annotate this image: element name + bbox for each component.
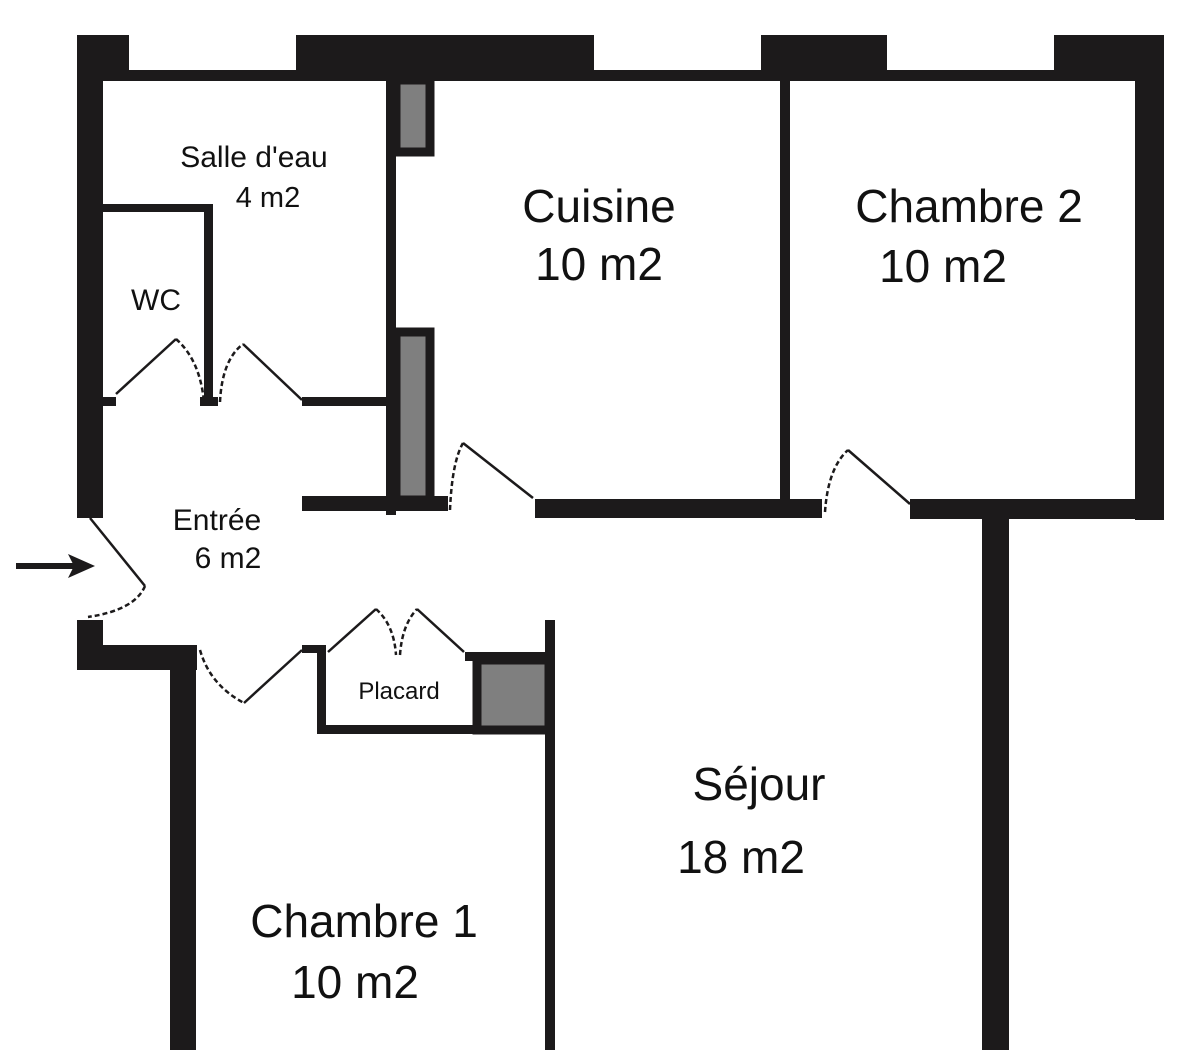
placard-doors[interactable] <box>327 608 465 656</box>
room-area-cuisine: 10 m2 <box>535 238 663 290</box>
duct-middle <box>391 327 435 505</box>
room-label-wc: WC <box>131 284 181 317</box>
room-label-chambre-1: Chambre 1 <box>250 895 478 947</box>
chambre-1-left-wall <box>170 645 196 1050</box>
entrance-arrow-icon <box>16 554 95 578</box>
room-area-chambre-2: 10 m2 <box>879 240 1007 292</box>
room-area-entree: 6 m2 <box>195 542 262 575</box>
duct-placard <box>472 655 554 735</box>
duct-top <box>391 75 435 157</box>
entrance-door[interactable] <box>87 517 147 619</box>
room-label-cuisine: Cuisine <box>522 180 675 232</box>
room-label-placard: Placard <box>358 678 439 705</box>
salle-eau-bottom-wall <box>302 397 392 406</box>
placard-left-jamb <box>302 645 326 653</box>
placard-left-wall <box>317 645 326 733</box>
salle-eau-cuisine-wall <box>386 78 396 515</box>
room-area-salle-eau: 4 m2 <box>236 182 300 214</box>
placard-bottom-wall <box>317 725 555 734</box>
room-area-sejour: 18 m2 <box>677 831 805 883</box>
chambre1-door[interactable] <box>198 649 303 705</box>
room-label-sejour: Séjour <box>693 758 826 810</box>
wc-door-center-jamb <box>200 397 218 406</box>
wc-right-wall <box>204 204 213 406</box>
room-label-entree: Entrée <box>173 504 261 537</box>
sejour-right-wall <box>982 515 1009 1050</box>
chambre2-bottom-wall <box>910 499 1164 519</box>
room-area-chambre-1: 10 m2 <box>291 956 419 1008</box>
wc-door[interactable] <box>115 338 206 403</box>
exterior-right-wall <box>1135 35 1164 520</box>
cuisine-door[interactable] <box>448 442 534 511</box>
chambre2-door[interactable] <box>823 449 911 513</box>
salle-eau-door[interactable] <box>218 343 303 403</box>
chambre1-sejour-wall <box>545 620 555 1050</box>
exterior-left-wall-upper <box>77 35 103 518</box>
room-label-chambre-2: Chambre 2 <box>855 180 1083 232</box>
room-label-salle-eau: Salle d'eau <box>180 141 328 174</box>
exterior-top-wall <box>77 35 1164 81</box>
wc-door-jamb <box>100 397 116 406</box>
wc-top-wall <box>100 204 213 212</box>
cuisine-chambre2-wall <box>780 78 790 505</box>
cuisine-bottom-wall <box>535 499 822 518</box>
